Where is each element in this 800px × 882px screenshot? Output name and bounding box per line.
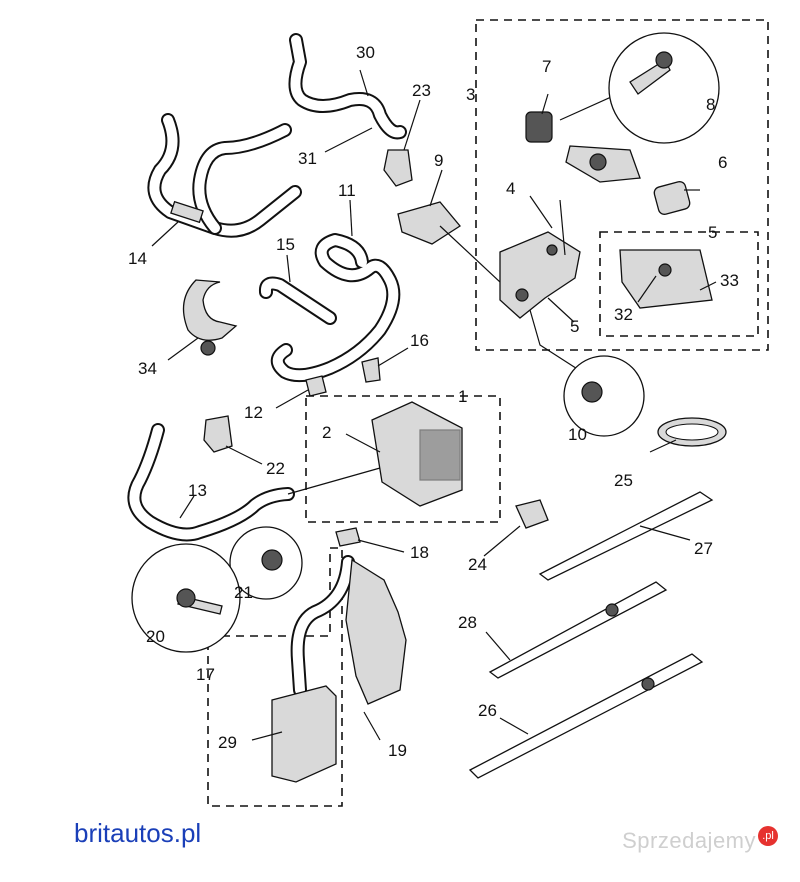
callout-20: 20 [146,627,165,646]
pump-unit [565,145,641,183]
callout-7: 7 [542,57,551,76]
heater-unit-1 [287,401,463,507]
band-clamp-25 [657,417,727,447]
clip-12 [305,375,327,397]
detail-circle-21 [229,526,303,600]
grommet-18 [335,527,361,547]
callout-numbers: 1 2 3 4 5 5 6 7 8 9 10 11 12 13 14 15 16… [128,43,739,760]
callout-1: 1 [458,387,467,406]
hose-13 [127,423,295,542]
callout-4: 4 [506,179,515,198]
grommet-24 [515,499,549,529]
callout-17: 17 [196,665,215,684]
group-box-3 [475,19,769,351]
watermark-badge: .pl [758,826,778,846]
leader-lines [151,69,717,741]
hose-11 [270,233,401,383]
callout-9: 9 [434,151,443,170]
detail-circle-8 [608,32,720,144]
mount-7 [525,111,553,143]
site-name[interactable]: britautos.pl [74,818,202,848]
callout-18: 18 [410,543,429,562]
callout-3: 3 [466,85,475,104]
callout-24: 24 [468,555,487,574]
hose-14 [147,113,302,238]
watermark: Sprzedajemy [622,828,756,853]
cable-tie-26 [468,653,704,779]
callout-8: 8 [706,95,715,114]
detail-32-33 [619,249,713,309]
callout-5a: 5 [708,223,717,242]
callout-27: 27 [694,539,713,558]
hose-29-feed [290,555,355,697]
bracket-assembly-4 [439,225,611,391]
group-box-5 [599,231,759,337]
callout-30: 30 [356,43,375,62]
callout-15: 15 [276,235,295,254]
callout-6: 6 [718,153,727,172]
callout-5b: 5 [570,317,579,336]
silencer-29 [271,685,337,783]
callout-12: 12 [244,403,263,422]
group-box-1 [305,395,501,523]
callout-23: 23 [412,81,431,100]
cable-tie-27 [538,491,714,581]
callout-11: 11 [338,181,356,200]
callout-10: 10 [568,425,587,444]
clip-16 [361,357,381,383]
callout-32: 32 [614,305,633,324]
detail-circle-20 [131,543,241,653]
clip-22 [203,415,233,453]
bracket-19 [345,558,407,705]
callout-33: 33 [720,271,739,290]
callout-13: 13 [188,481,207,500]
callout-21: 21 [234,583,253,602]
callout-34: 34 [138,359,157,378]
hose-30 [288,33,407,140]
clamp-34 [182,279,238,356]
cable-tie-28 [488,581,668,679]
callout-29: 29 [218,733,237,752]
detail-circle-10 [563,355,645,437]
hose-15 [258,276,337,325]
washer-6 [653,181,691,215]
callout-22: 22 [266,459,285,478]
bracket-9 [397,201,461,245]
callout-25: 25 [614,471,633,490]
callout-19: 19 [388,741,407,760]
callout-14: 14 [128,249,147,268]
callout-31: 31 [298,149,317,168]
callout-28: 28 [458,613,477,632]
clip-23 [383,149,413,187]
callout-16: 16 [410,331,429,350]
callout-2: 2 [322,423,331,442]
callout-26: 26 [478,701,497,720]
